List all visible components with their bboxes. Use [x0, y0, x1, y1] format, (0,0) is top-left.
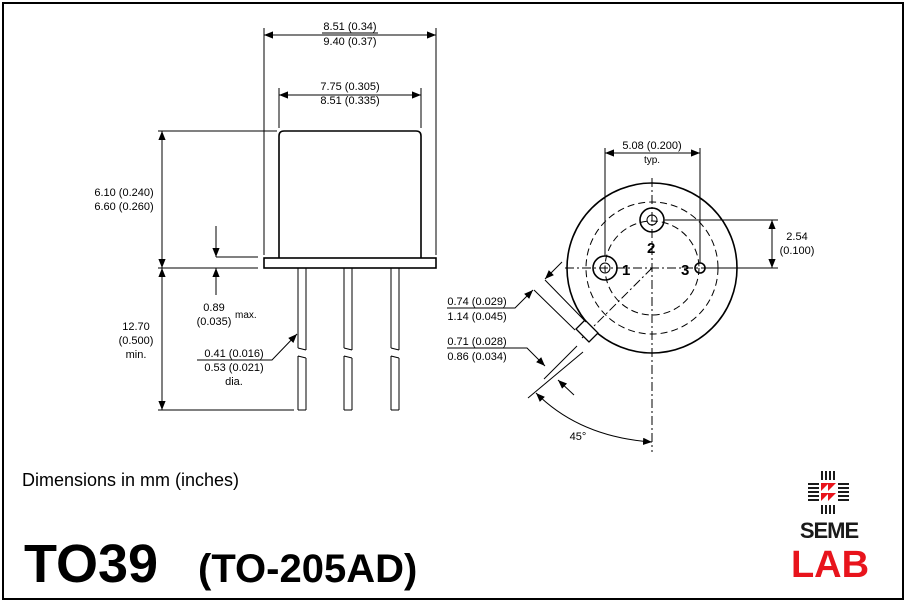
pin-offset-in: (0.100)	[780, 245, 815, 257]
package-title: TO39	[24, 534, 158, 594]
lead-length-mm: 12.70	[122, 321, 150, 333]
angle-label: 45°	[570, 431, 587, 443]
logo-lab: LAB	[791, 544, 869, 586]
pin-2	[639, 207, 665, 233]
lead-length-note: min.	[126, 349, 147, 361]
side-view: 8.51 (0.34) 9.40 (0.37) 7.75 (0.305) 8.5…	[94, 21, 437, 411]
pin-label-1: 1	[622, 262, 630, 279]
package-alt-title: (TO-205AD)	[198, 547, 417, 591]
pin-label-3: 3	[681, 262, 689, 279]
pin-label-2: 2	[647, 240, 655, 257]
overall-width-max: 9.40 (0.37)	[323, 36, 376, 48]
lead-dia-max: 0.53 (0.021)	[204, 362, 263, 374]
leads	[297, 268, 400, 411]
angle-arc	[535, 392, 653, 445]
can-width-min: 7.75 (0.305)	[320, 81, 379, 93]
lead-dia-note: dia.	[225, 376, 243, 388]
logo-seme: SEME	[800, 518, 859, 543]
tab-length-max: 0.86 (0.034)	[447, 351, 506, 363]
can-width-max: 8.51 (0.335)	[320, 95, 379, 107]
tab	[575, 319, 599, 343]
overall-width-min: 8.51 (0.34)	[323, 21, 376, 33]
flange-note: max.	[235, 310, 257, 321]
lead-length-in: (0.500)	[119, 335, 154, 347]
tab-length-min: 0.71 (0.028)	[447, 336, 506, 348]
bottom-view: 1 2 3 5.08 (0.200) typ. 2.54 (0.100) 0.7…	[447, 140, 814, 452]
flange-in: (0.035)	[197, 316, 232, 328]
tab-width-max: 1.14 (0.045)	[447, 311, 506, 323]
semelab-logo: SEME LAB	[791, 471, 869, 586]
tab-width-min: 0.74 (0.029)	[447, 296, 506, 308]
can-height-min: 6.10 (0.240)	[94, 187, 153, 199]
pin-spacing: 5.08 (0.200)	[622, 140, 681, 152]
pin-spacing-note: typ.	[644, 155, 660, 166]
lead-dia-min: 0.41 (0.016)	[204, 348, 263, 360]
pin-offset-mm: 2.54	[786, 231, 807, 243]
flange	[263, 257, 437, 269]
can-body	[278, 130, 422, 258]
flange-mm: 0.89	[203, 302, 224, 314]
units-note: Dimensions in mm (inches)	[22, 470, 239, 490]
can-height-max: 6.60 (0.260)	[94, 201, 153, 213]
